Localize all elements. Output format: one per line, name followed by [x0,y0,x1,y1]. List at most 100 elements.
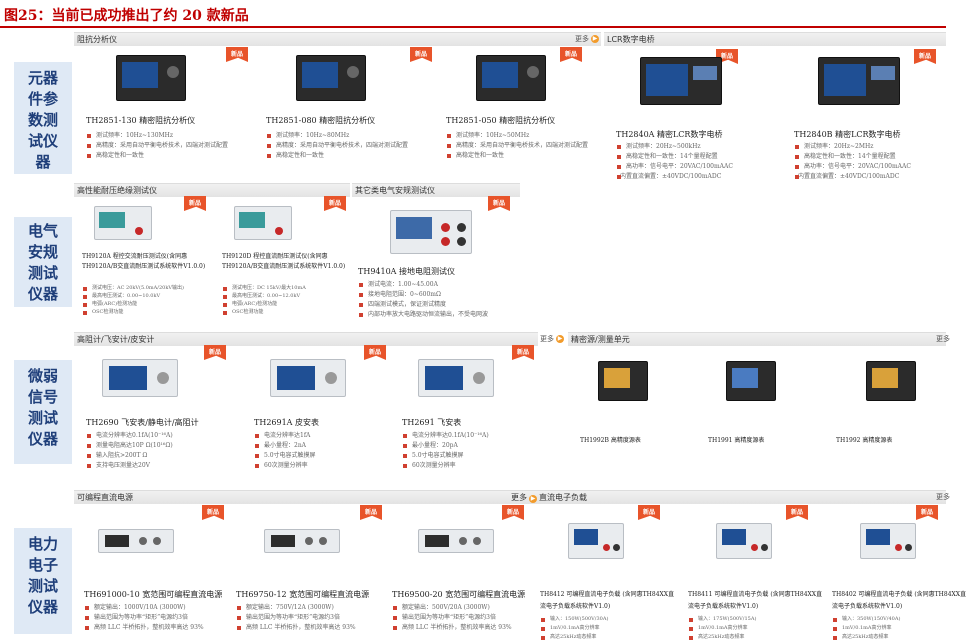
product-card[interactable]: 新品 TH2691A 皮安表 电流分辨率达1fA 最小量程：2nA 5.0寸电容… [252,345,392,483]
product-card[interactable]: 新品 TH2691 飞安表 电流分辨率达0.1fA(10⁻¹⁶A) 最小量程：2… [400,345,538,483]
feature: 额定输出：750V/12A (3000W) [236,603,388,613]
more-link[interactable]: 更多 [936,493,950,501]
instrument-image [296,55,366,101]
new-badge: 新品 [914,49,936,64]
panel-title: 可编程直流电源 [74,491,532,504]
figure-title: 图25：当前已成功推出了约 20 款新品 [4,8,249,24]
product-name: TH8411 可编程直流电子负载 (含同惠TH84XX直流电子负载系统软件V1.… [688,591,823,610]
new-badge: 新品 [204,345,226,360]
feature: 高频 LLC 半桥拓扑，整机效率高达 93% [392,623,532,633]
panel-title: 高性能耐压绝缘测试仪 [74,184,350,197]
feature: 最小量程：2nA [254,441,392,451]
product-card[interactable]: 新品 TH2851-080 精密阻抗分析仪 测试频率：10Hz~80MHz 高精… [262,47,432,181]
product-card[interactable]: 新品 TH8412 可编程直流电子负载 (含同惠TH84XX直流电子负载系统软件… [538,505,678,642]
product-card[interactable]: TH1992 高精度源表 [832,347,946,477]
feature: 测试频率：20Hz~500kHz [616,142,782,152]
product-card[interactable]: 新品 TH8402 可编程直流电子负载 (含同惠TH84XX直流电子负载系统软件… [830,505,966,642]
panel-hv-tester: 高性能耐压绝缘测试仪 新品 TH9120A 程控交流耐压测试仪(含同惠TH912… [74,183,350,323]
product-name: TH9120A 程控交流耐压测试仪(含同惠TH9120A/B交直流耐压测试系统软… [82,253,206,270]
more-link[interactable]: 更多▶ [575,35,599,43]
row-weak-signal: 微弱信号测试仪器 高阻计/飞安计/皮安计 新品 TH2690 飞安表/静电计/高… [0,332,950,483]
more-link[interactable]: 更多▶ [511,493,537,503]
panel-title: 其它类电气安规测试仪 [352,184,520,197]
feature: 测试电流：1.00~45.00A [358,280,520,290]
feature: 高达25kHz动态频率 [832,633,946,642]
panel-title: 高阻计/飞安计/皮安计 [74,333,538,346]
panel-dc-load: 更多▶直流电子负载 更多 新品 TH8412 可编程直流电子负载 (含同惠TH8… [508,490,966,642]
new-badge: 新品 [324,196,346,211]
more-link[interactable]: 更多 [936,335,950,343]
product-name: TH8412 可编程直流电子负载 (含同惠TH84XX直流电子负载系统软件V1.… [540,591,675,610]
new-badge: 新品 [410,47,432,62]
feature: 高稳定性和一致性 [266,151,431,161]
panel-smu: 精密源/测量单元 更多 TH1992B 高精度源表 TH1991 高精度源表 T… [568,332,950,482]
instrument-image [716,523,772,559]
arrow-right-icon: ▶ [529,495,537,503]
row-power-electronics: 电力电子测试仪器 可编程直流电源 新品 TH691000-10 宽范围可编程直流… [0,490,966,642]
feature: 输入：175W(500V/15A) [688,615,826,624]
feature: 输出范围为等功率“矩形”电源约3倍 [392,613,532,623]
feature: 测量电阻高达10P Ω(10¹⁶Ω) [86,441,244,451]
feature: 内部功率放大电路驱动恒流输出，不受电网波 [358,310,520,320]
feature: 支持电压测量达20V [86,461,244,471]
new-badge: 新品 [364,345,386,360]
feature: 高稳定性和一致性：14个量程配置 [794,152,946,162]
product-name: TH8402 可编程直流电子负载 (含同惠TH84XX直流电子负载系统软件V1.… [832,591,967,610]
panel-title: LCR数字电桥 [604,33,946,46]
more-link[interactable]: 更多▶ [540,335,564,343]
instrument-image [476,55,546,101]
product-card[interactable]: 新品 TH69750-12 宽范围可编程直流电源 额定输出：750V/12A (… [234,505,388,642]
instrument-image [726,361,776,401]
product-name: TH69500-20 宽范围可编程直流电源 [392,590,526,599]
feature: 高功率：信号电平：20VAC/100mAAC [794,162,946,172]
product-card[interactable]: 新品 TH69500-20 宽范围可编程直流电源 额定输出：500V/20A (… [390,505,532,642]
feature: 电流分辨率达0.1fA(10⁻¹⁶A) [86,431,244,441]
feature: 测试电压：AC 20kV(5.0mA/20kV输出) [82,284,214,292]
feature: 输出范围为等功率“矩形”电源约3倍 [84,613,234,623]
instrument-image [418,529,494,553]
feature: 60次测量分辨率 [254,461,392,471]
feature: 测试频率：10Hz~50MHz [446,131,600,141]
feature: 高功率：信号电平：20VAC/100mAAC [616,162,782,172]
feature: 最高电压测试：0.00~12.0kV [222,292,348,300]
instrument-image [116,55,186,101]
new-badge: 新品 [916,505,938,520]
product-card[interactable]: 新品 TH9120A 程控交流耐压测试仪(含同惠TH9120A/B交直流耐压测试… [80,196,216,324]
feature: 测试频率：10Hz~130MHz [86,131,251,141]
instrument-image [234,206,292,240]
instrument-image [640,57,722,105]
instrument-image [598,361,648,401]
instrument-image [98,529,174,553]
product-card[interactable]: TH1991 高精度源表 [704,347,824,477]
category-label: 电气安规测试仪器 [14,217,72,307]
product-card[interactable]: 新品 TH9410A 接地电阻测试仪 测试电流：1.00~45.00A 接地电阻… [356,196,520,324]
product-card[interactable]: 新品 TH2851-130 精密阻抗分析仪 测试频率：10Hz~130MHz 高… [82,47,252,181]
feature: 电流分辨率达0.1fA(10⁻¹⁶A) [402,431,538,441]
product-name: TH2840A 精密LCR数字电桥 [616,130,723,139]
product-card[interactable]: 新品 TH691000-10 宽范围可编程直流电源 额定输出：1000V/10A… [82,505,234,642]
product-card[interactable]: 新品 TH8411 可编程直流电子负载 (含同惠TH84XX直流电子负载系统软件… [686,505,826,642]
panel-title: 精密源/测量单元 [568,333,946,346]
product-card[interactable]: TH1992B 高精度源表 [576,347,696,477]
panel-title: 更多▶直流电子负载 [508,491,946,504]
new-badge: 新品 [512,345,534,360]
product-card[interactable]: 新品 TH2840A 精密LCR数字电桥 测试频率：20Hz~500kHz 高稳… [612,47,782,181]
feature: 1mV/0.1mA高分辨率 [688,624,826,633]
row-electrical-safety: 电气安规测试仪器 高性能耐压绝缘测试仪 新品 TH9120A 程控交流耐压测试仪… [0,183,946,325]
feature: 5.0寸电容式触摸屏 [402,451,538,461]
feature: 最小量程：20pA [402,441,538,451]
instrument-image [418,359,494,397]
category-label: 微弱信号测试仪器 [14,360,72,464]
feature: 四端测试模式，保证测试精度 [358,300,520,310]
product-card[interactable]: 新品 TH9120D 程控直流耐压测试仪(含同惠TH9120A/B交直流耐压测试… [220,196,350,324]
product-name: TH2691A 皮安表 [254,418,319,427]
product-card[interactable]: 新品 TH2690 飞安表/静电计/高阻计 电流分辨率达0.1fA(10⁻¹⁶A… [84,345,244,483]
product-card[interactable]: 新品 TH2840B 精密LCR数字电桥 测试频率：20Hz~2MHz 高稳定性… [790,47,946,181]
product-name: TH9120D 程控直流耐压测试仪(含同惠TH9120A/B交直流耐压测试系统软… [222,253,346,270]
product-card[interactable]: 新品 TH2851-050 精密阻抗分析仪 测试频率：10Hz~50MHz 高精… [442,47,600,181]
feature: 60次测量分辨率 [402,461,538,471]
instrument-image [94,206,152,240]
title-divider [0,26,946,28]
new-badge: 新品 [560,47,582,62]
feature: 测试频率：20Hz~2MHz [794,142,946,152]
